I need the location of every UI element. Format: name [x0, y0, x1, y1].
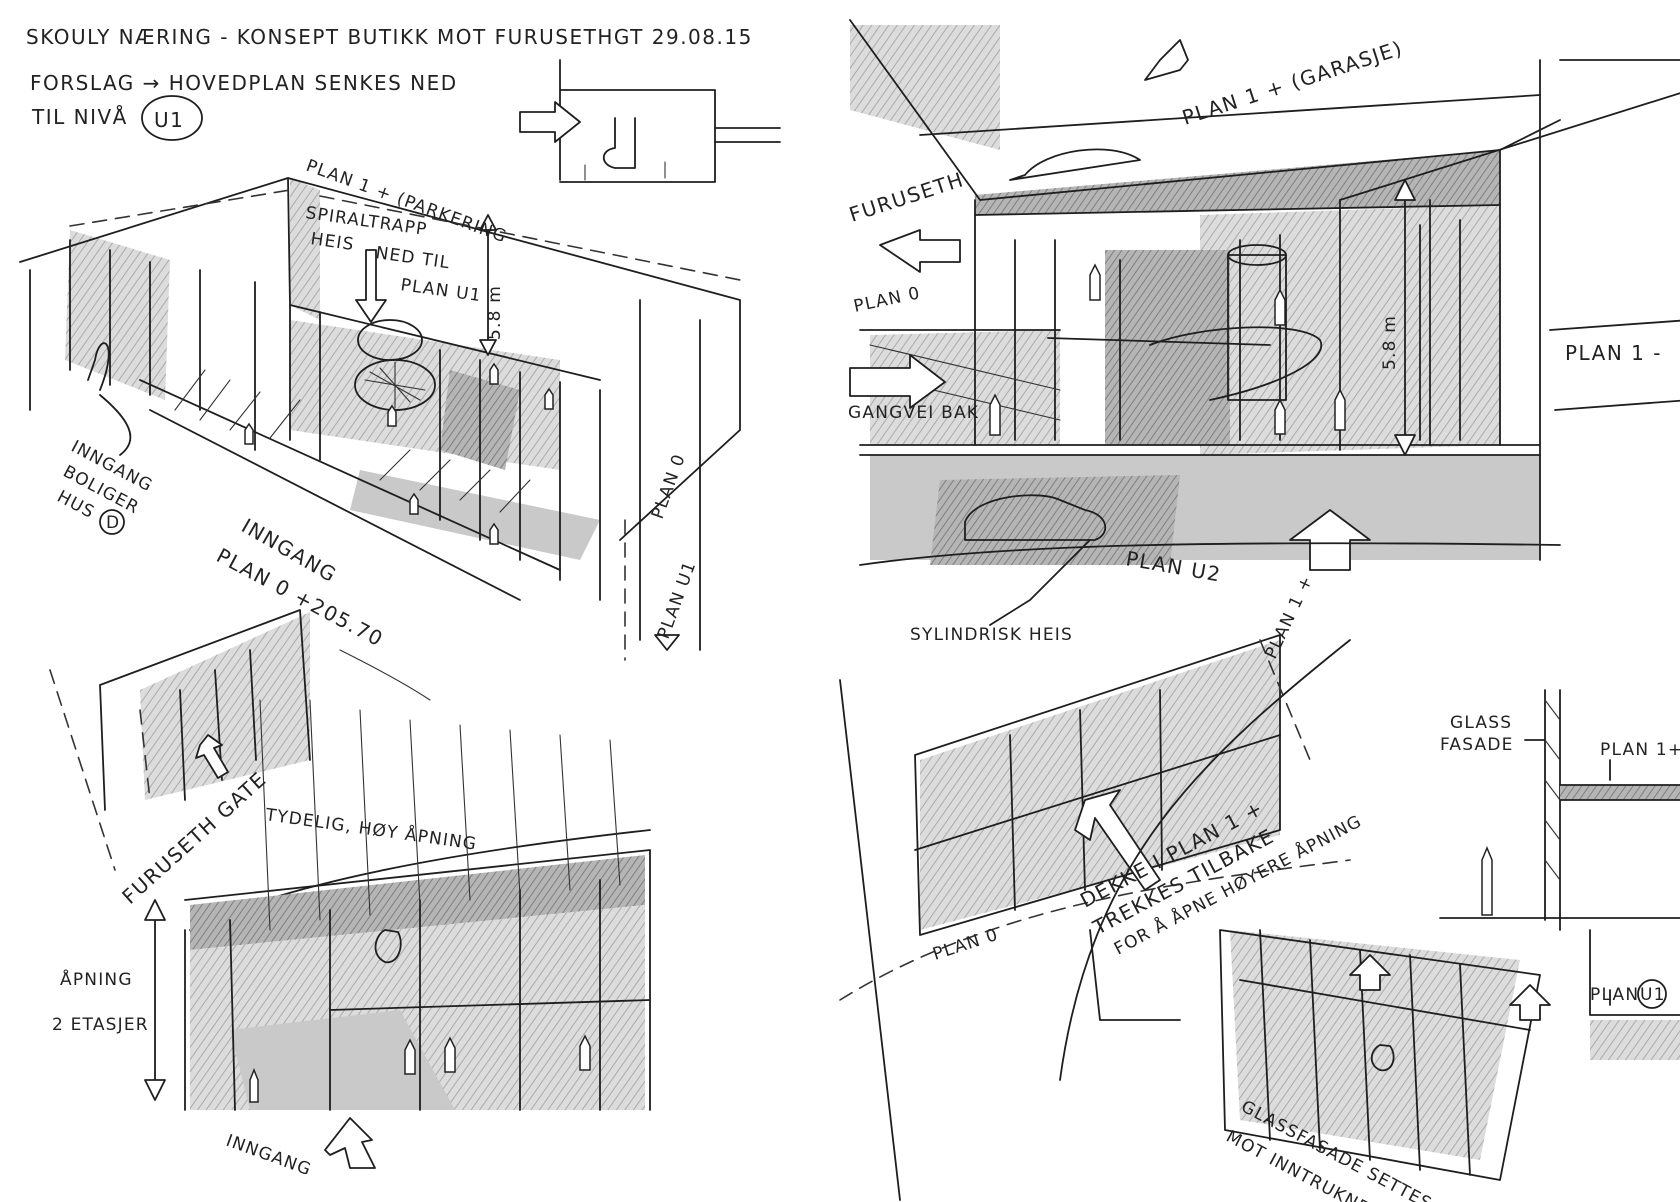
opening-label-1: ÅPNING	[60, 968, 133, 990]
sheet-title: SKOULY NÆRING - KONSEPT BUTIKK MOT FURUS…	[26, 25, 753, 49]
plan-inset-diagram	[519, 59, 781, 183]
plan0-label-br: PLAN 0	[930, 925, 1001, 965]
section-badge-text: U1	[1640, 985, 1666, 1005]
sketch-facade-detail: PLAN 1 + PLAN 0 DEKKE I PLAN 1 + TREKKES…	[839, 572, 1680, 1202]
plan1-label-br: PLAN 1 +	[1261, 572, 1317, 662]
sheet-header: SKOULY NÆRING - KONSEPT BUTIKK MOT FURUS…	[26, 25, 753, 141]
glass-label-2: FASADE	[1440, 735, 1514, 755]
cylinder-elevator-label: SYLINDRISK HEIS	[910, 625, 1073, 645]
planu1-side-label: PLAN U1	[654, 558, 701, 641]
plan1-minus-label: PLAN 1 -	[1565, 341, 1662, 365]
height-5-8m-right: 5.8 m	[1380, 315, 1400, 370]
level-badge-text: U1	[154, 108, 184, 132]
plan-u1-label: PLAN U1	[399, 275, 483, 306]
proposal-line-2: TIL NIVÅ	[31, 105, 128, 129]
sketch-street-elevation: FURUSETH GATE TYDELIG, HØY ÅPNING ÅPNING…	[49, 609, 651, 1180]
sketch-section-perspective: PLAN 1 + (GARASJE) FURUSETH PLAN 0 GANGV…	[846, 19, 1680, 645]
height-5-8m-label: 5.8 m	[485, 285, 505, 340]
section-planu1-label: PLAN	[1590, 985, 1639, 1005]
furuseth-label: FURUSETH	[846, 167, 967, 227]
opening-label-2: 2 ETASJER	[52, 1015, 149, 1035]
section-plan1-label: PLAN 1+	[1600, 740, 1680, 760]
ned-til-label: NED TIL	[374, 243, 451, 273]
opening-note: TYDELIG, HØY ÅPNING	[263, 803, 478, 855]
house-badge-text: D	[106, 513, 120, 533]
gangvei-label: GANGVEI BAK	[848, 403, 979, 423]
glass-label-1: GLASS	[1450, 713, 1512, 733]
garage-label: PLAN 1 + (GARASJE)	[1179, 36, 1406, 130]
plan0-side-label: PLAN 0	[648, 451, 690, 522]
proposal-line-1: FORSLAG → HOVEDPLAN SENKES NED	[30, 71, 458, 95]
level-badge-circle	[141, 95, 203, 141]
house-badge-circle	[99, 509, 125, 535]
section-badge-circle	[1637, 979, 1667, 1009]
entrance-label: INNGANG	[223, 1131, 314, 1180]
plan0-label-right: PLAN 0	[852, 283, 923, 317]
sketch-axonometric-entrance: PLAN 1 + (PARKERING SPIRALTRAPP HEIS NED…	[19, 156, 741, 661]
